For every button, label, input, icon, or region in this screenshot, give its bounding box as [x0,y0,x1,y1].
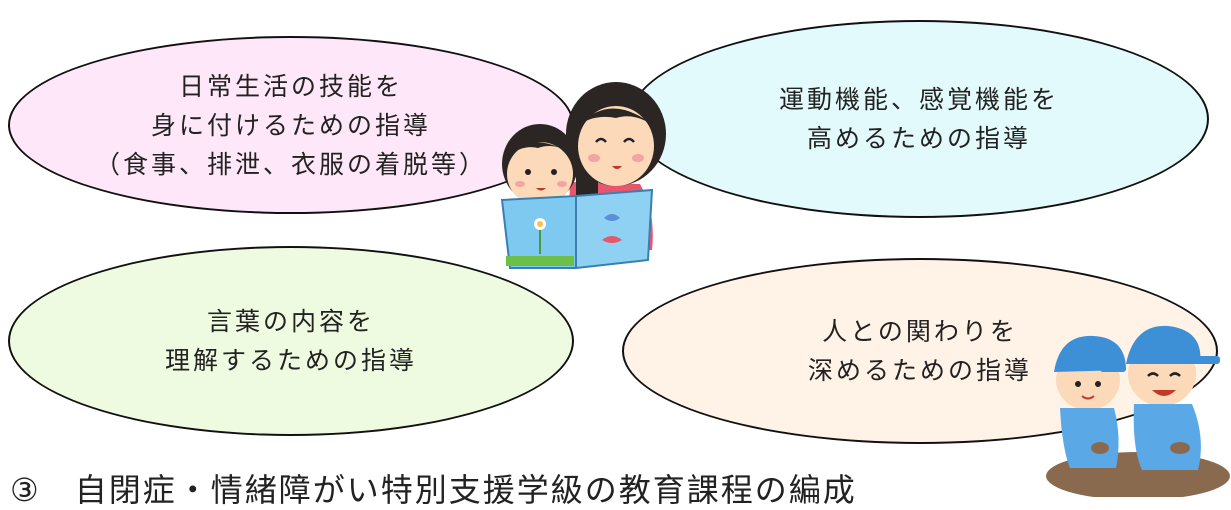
reading-children-illustration [500,82,666,270]
bubble-text-line: 身に付けるための指導 [150,110,431,140]
bubble-text-line: 言葉の内容を [206,307,375,336]
bubble-text-line: 運動機能、感覚機能を [778,85,1059,114]
bubble-text-line: （食事、排泄、衣服の着脱等） [94,149,487,179]
bubble-text-line: 高めるための指導 [806,124,1031,153]
bubble-text-line: 理解するための指導 [164,346,417,375]
bubble-text-line: 深めるための指導 [807,356,1032,385]
bubble-daily-life: 日常生活の技能を 身に付けるための指導 （食事、排泄、衣服の着脱等） [8,36,574,214]
bubble-language: 言葉の内容を 理解するための指導 [8,246,574,436]
playing-children-illustration [1046,325,1230,497]
section-heading: ③ 自閉症・情緒障がい特別支援学級の教育課程の編成 [10,471,857,509]
bubble-text-line: 人との関わりを [822,317,1018,346]
bubble-relationships: 人との関わりを 深めるための指導 [622,258,1218,444]
bubble-text-line: 日常生活の技能を [178,71,403,101]
bubble-motor-sensory: 運動機能、感覚機能を 高めるための指導 [629,20,1209,218]
